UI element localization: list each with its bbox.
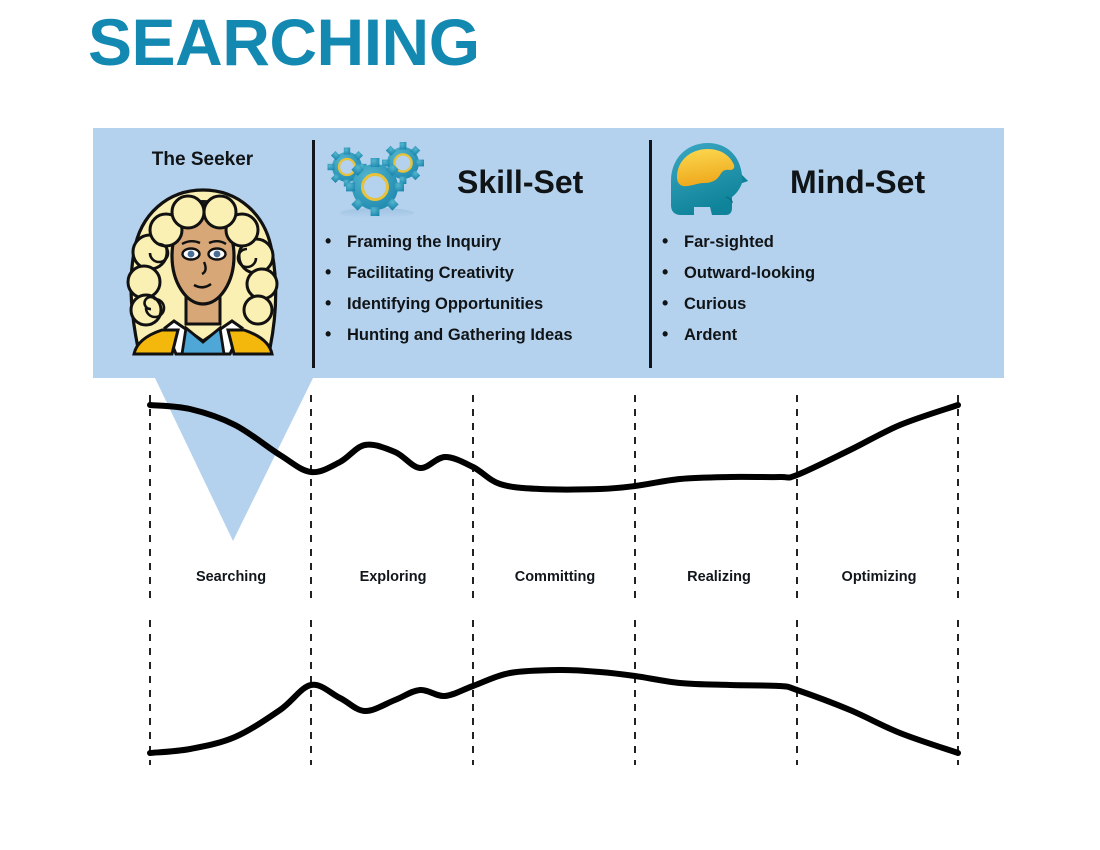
pointer-shape <box>155 378 313 541</box>
list-item: • Curious <box>662 294 1000 314</box>
list-item: • Ardent <box>662 325 1000 345</box>
list-item-label: Outward-looking <box>684 264 816 282</box>
list-item: • Far-sighted <box>662 232 1000 252</box>
skillset-column: Skill-Set • Framing the Inquiry • Facili… <box>315 128 649 378</box>
list-item: • Identifying Opportunities <box>325 294 645 314</box>
list-item: • Facilitating Creativity <box>325 263 645 283</box>
curve-lower-curve <box>147 666 961 756</box>
stage-label-exploring: Exploring <box>359 569 427 585</box>
skillset-heading: Skill-Set <box>457 163 584 200</box>
list-item-label: Curious <box>684 295 747 313</box>
stage-label-committing: Committing <box>514 569 596 585</box>
info-panel: The Seeker <box>93 128 1004 378</box>
skillset-header: Skill-Set <box>315 141 649 224</box>
curve-upper-curve <box>147 402 961 493</box>
bullet-icon: • <box>325 262 332 282</box>
page-title: SEARCHING <box>88 5 480 79</box>
list-item-label: Far-sighted <box>684 233 774 251</box>
bullet-icon: • <box>662 293 669 313</box>
list-item-label: Hunting and Gathering Ideas <box>347 326 573 344</box>
stage-label-realizing: Realizing <box>687 569 751 585</box>
list-item: • Outward-looking <box>662 263 1000 283</box>
mindset-header: Mind-Set <box>652 142 1004 222</box>
searching-pointer-triangle <box>155 378 313 541</box>
list-item-label: Facilitating Creativity <box>347 264 514 282</box>
mindset-column: Mind-Set • Far-sighted • Outward-looking… <box>652 128 1004 378</box>
skillset-bullet-list: • Framing the Inquiry • Facilitating Cre… <box>325 232 645 356</box>
gears-icon <box>327 141 427 224</box>
seeker-portrait-icon <box>110 178 296 364</box>
seeker-column: The Seeker <box>93 128 312 378</box>
stage-label-optimizing: Optimizing <box>841 569 917 585</box>
bullet-icon: • <box>662 231 669 251</box>
list-item-label: Framing the Inquiry <box>347 233 502 251</box>
panel-divider-2 <box>649 140 652 368</box>
seeker-title: The Seeker <box>151 149 254 170</box>
bullet-icon: • <box>325 293 332 313</box>
bullet-icon: • <box>662 324 669 344</box>
bullet-icon: • <box>662 262 669 282</box>
list-item: • Framing the Inquiry <box>325 232 645 252</box>
list-item-label: Identifying Opportunities <box>347 295 544 313</box>
stage-label-searching: Searching <box>195 569 267 585</box>
mindset-bullet-list: • Far-sighted • Outward-looking • Curiou… <box>662 232 1000 356</box>
panel-divider-1 <box>312 140 315 368</box>
mindset-heading: Mind-Set <box>790 163 926 200</box>
list-item: • Hunting and Gathering Ideas <box>325 325 645 345</box>
head-brain-icon <box>664 139 760 226</box>
list-item-label: Ardent <box>684 326 738 344</box>
bullet-icon: • <box>325 231 332 251</box>
bullet-icon: • <box>325 324 332 344</box>
